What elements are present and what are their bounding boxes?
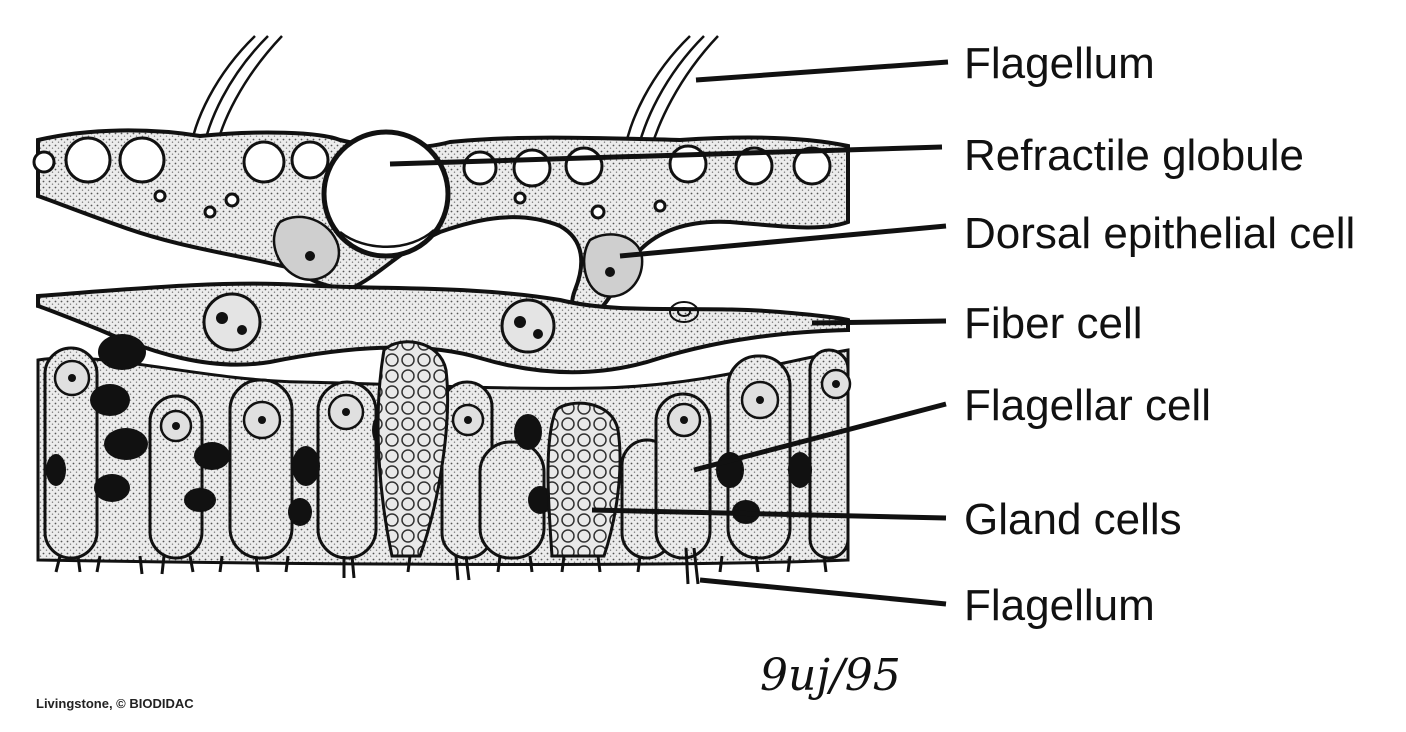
leader-flagellum-bottom — [699, 577, 947, 607]
handwritten-date: 9uj/95 — [760, 650, 901, 701]
label-flagellar-cell: Flagellar cell — [964, 381, 1211, 430]
credit-text: Livingstone, © BIODIDAC — [36, 696, 194, 711]
gland-cell-granules — [46, 334, 812, 526]
leader-dorsal-epithelial-cell — [619, 223, 947, 259]
leader-lines — [389, 59, 949, 607]
gland-cells-reticulate — [376, 340, 622, 558]
label-fiber-cell: Fiber cell — [964, 299, 1143, 348]
leader-flagellum-top — [695, 59, 949, 83]
dorsal-vacuoles — [32, 136, 832, 220]
label-flagellum-top: Flagellum — [964, 39, 1155, 88]
leader-fiber-cell — [811, 318, 947, 326]
label-gland-cells: Gland cells — [964, 495, 1182, 544]
cell-illustration — [32, 35, 852, 585]
leader-gland-cells — [591, 507, 947, 521]
dorsal-nucleus — [272, 215, 341, 281]
refractile-globule — [321, 129, 451, 259]
label-refractile-globule: Refractile globule — [964, 131, 1304, 180]
leader-flagellar-cell — [693, 401, 947, 473]
leader-refractile-globule — [389, 144, 943, 167]
label-dorsal-epithelial-cell: Dorsal epithelial cell — [964, 209, 1355, 258]
ventral-flagella — [54, 547, 828, 585]
fiber-cell-nuclei — [202, 292, 699, 354]
label-flagellum-bottom: Flagellum — [964, 581, 1155, 630]
labels: Flagellum Refractile globule Dorsal epit… — [964, 39, 1355, 630]
